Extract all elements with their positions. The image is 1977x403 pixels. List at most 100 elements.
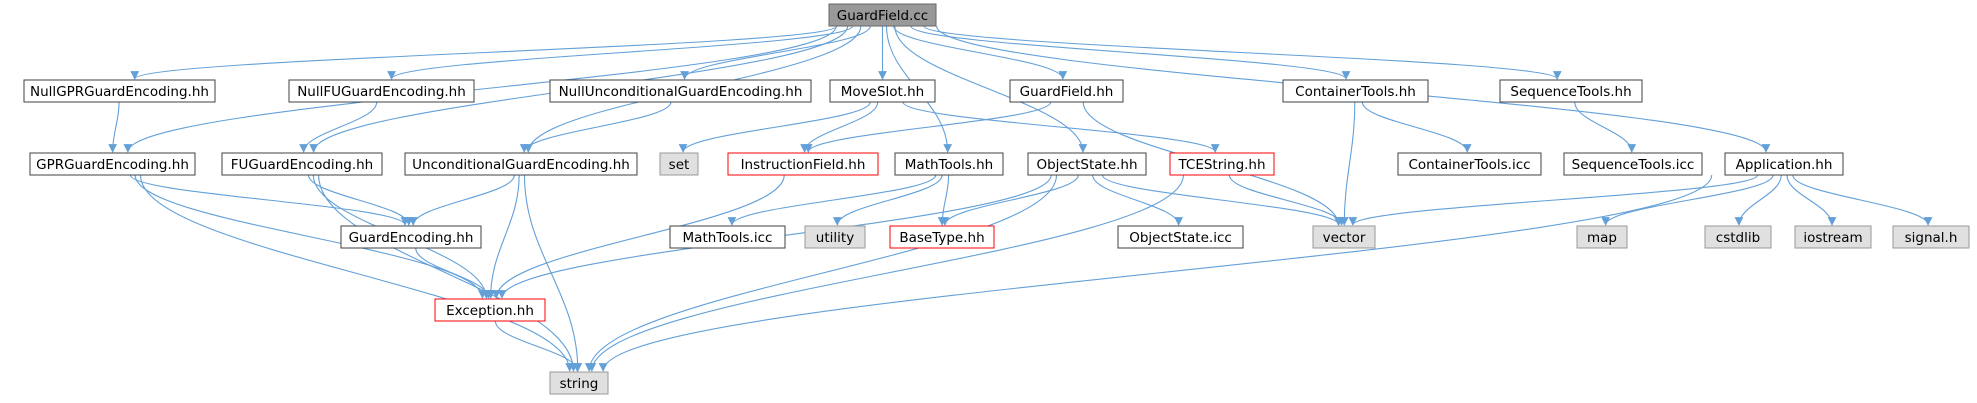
edge-application-to-cstdlib xyxy=(1734,174,1782,226)
node-iostream: iostream xyxy=(1794,225,1872,249)
node-objectstate_icc[interactable]: ObjectState.icc xyxy=(1117,225,1244,249)
node-gprguard-box xyxy=(29,152,196,176)
edge-uncondguard-to-guardencoding xyxy=(408,174,515,226)
node-instructionfield-label: InstructionField.hh xyxy=(741,157,866,173)
edge-application-to-map xyxy=(1601,174,1774,226)
edge-guardencoding-to-exception xyxy=(415,247,493,299)
node-basetype[interactable]: BaseType.hh xyxy=(889,225,995,249)
node-sequencetools[interactable]: SequenceTools.hh xyxy=(1499,79,1643,103)
node-guardfield_hh[interactable]: GuardField.hh xyxy=(1009,79,1124,103)
edge-containertools-to-vector xyxy=(1339,101,1356,226)
node-guardfield_cc: GuardField.cc xyxy=(828,3,937,27)
node-objectstate_icc-label: ObjectState.icc xyxy=(1129,230,1232,246)
node-nullgpr[interactable]: NullGPRGuardEncoding.hh xyxy=(23,79,216,103)
node-sequencetools_icc[interactable]: SequenceTools.icc xyxy=(1563,152,1703,176)
node-guardfield_cc-label: GuardField.cc xyxy=(837,8,928,24)
edge-tcestring-to-string xyxy=(587,174,1184,372)
node-sequencetools-label: SequenceTools.hh xyxy=(1510,84,1631,100)
edge-uncondguard-to-exception xyxy=(486,174,520,299)
node-containertools-box xyxy=(1282,79,1429,103)
node-containertools_icc[interactable]: ContainerTools.icc xyxy=(1397,152,1542,176)
node-mathtools_icc[interactable]: MathTools.icc xyxy=(669,225,786,249)
node-nullfu[interactable]: NullFUGuardEncoding.hh xyxy=(288,79,475,103)
edge-mathtools-to-mathtools_icc xyxy=(727,174,937,226)
edge-instructionfield-to-exception xyxy=(491,174,785,299)
node-gprguard[interactable]: GPRGuardEncoding.hh xyxy=(29,152,196,176)
node-objectstate-box xyxy=(1027,152,1147,176)
node-instructionfield[interactable]: InstructionField.hh xyxy=(727,152,879,176)
node-set-box xyxy=(659,152,699,176)
edge-guardfield_cc-to-nullgpr xyxy=(130,25,838,80)
node-application-box xyxy=(1724,152,1844,176)
node-guardfield_hh-box xyxy=(1009,79,1124,103)
node-mathtools-label: MathTools.hh xyxy=(905,157,993,173)
edge-objectstate-to-basetype xyxy=(940,174,1079,226)
edge-guardfield_cc-to-gprguard xyxy=(123,25,837,153)
edge-guardfield_hh-to-instructionfield xyxy=(803,101,1052,153)
node-cstdlib: cstdlib xyxy=(1704,225,1772,249)
node-nulluncond-label: NullUnconditionalGuardEncoding.hh xyxy=(559,84,803,100)
node-mathtools_icc-box xyxy=(669,225,786,249)
node-objectstate[interactable]: ObjectState.hh xyxy=(1027,152,1147,176)
node-utility: utility xyxy=(804,225,866,249)
node-containertools[interactable]: ContainerTools.hh xyxy=(1282,79,1429,103)
node-basetype-label: BaseType.hh xyxy=(899,230,984,246)
edge-guardfield_cc-to-objectstate xyxy=(894,25,1088,153)
node-containertools-label: ContainerTools.hh xyxy=(1295,84,1416,100)
node-basetype-box xyxy=(889,225,995,249)
node-containertools_icc-box xyxy=(1397,152,1542,176)
node-tcestring-label: TCEString.hh xyxy=(1177,157,1265,173)
edge-application-to-string xyxy=(598,174,1713,372)
edge-moveslot-to-tcestring xyxy=(902,101,1220,153)
node-fuguard[interactable]: FUGuardEncoding.hh xyxy=(221,152,383,176)
node-objectstate-label: ObjectState.hh xyxy=(1036,157,1137,173)
node-vector: vector xyxy=(1312,225,1376,249)
node-mathtools_icc-label: MathTools.icc xyxy=(683,230,773,246)
node-sequencetools-box xyxy=(1499,79,1643,103)
edge-application-to-vector xyxy=(1348,174,1759,226)
node-nulluncond[interactable]: NullUnconditionalGuardEncoding.hh xyxy=(549,79,812,103)
node-vector-label: vector xyxy=(1323,230,1366,246)
node-guardencoding[interactable]: GuardEncoding.hh xyxy=(340,225,482,249)
node-mathtools[interactable]: MathTools.hh xyxy=(894,152,1004,176)
edge-containertools-to-containertools_icc xyxy=(1361,101,1472,153)
node-guardfield_hh-label: GuardField.hh xyxy=(1020,84,1114,100)
edge-mathtools-to-basetype xyxy=(937,174,950,226)
node-nullfu-label: NullFUGuardEncoding.hh xyxy=(297,84,466,100)
edge-gprguard-to-guardencoding xyxy=(129,174,410,226)
node-moveslot[interactable]: MoveSlot.hh xyxy=(829,79,936,103)
node-guardencoding-box xyxy=(340,225,482,249)
node-cstdlib-box xyxy=(1704,225,1772,249)
edge-gprguard-to-exception xyxy=(134,174,487,299)
node-sequencetools_icc-box xyxy=(1563,152,1703,176)
node-exception-box xyxy=(434,298,546,322)
edges-layer xyxy=(108,25,1933,372)
node-cstdlib-label: cstdlib xyxy=(1716,230,1760,246)
node-nullgpr-label: NullGPRGuardEncoding.hh xyxy=(30,84,209,100)
node-mathtools-box xyxy=(894,152,1004,176)
node-string-label: string xyxy=(560,376,599,392)
node-tcestring[interactable]: TCEString.hh xyxy=(1169,152,1275,176)
node-application[interactable]: Application.hh xyxy=(1724,152,1844,176)
node-containertools_icc-label: ContainerTools.icc xyxy=(1408,157,1530,173)
edge-exception-to-string xyxy=(494,320,582,372)
edge-application-to-iostream xyxy=(1786,174,1837,226)
node-set: set xyxy=(659,152,699,176)
node-nulluncond-box xyxy=(549,79,812,103)
edge-gprguard-to-string xyxy=(139,174,575,372)
edge-guardfield_cc-to-containertools xyxy=(910,25,1351,80)
node-fuguard-label: FUGuardEncoding.hh xyxy=(231,157,373,173)
edge-sequencetools-to-sequencetools_icc xyxy=(1574,101,1637,153)
node-fuguard-box xyxy=(221,152,383,176)
edge-application-to-signal xyxy=(1792,174,1933,226)
node-uncondguard-label: UnconditionalGuardEncoding.hh xyxy=(412,157,630,173)
node-application-label: Application.hh xyxy=(1736,157,1833,173)
edge-guardfield_cc-to-guardfield_hh xyxy=(892,25,1068,80)
node-guardencoding-label: GuardEncoding.hh xyxy=(349,230,474,246)
node-moveslot-box xyxy=(829,79,936,103)
node-exception[interactable]: Exception.hh xyxy=(434,298,546,322)
node-uncondguard[interactable]: UnconditionalGuardEncoding.hh xyxy=(404,152,638,176)
edge-fuguard-to-guardencoding xyxy=(307,174,414,226)
node-objectstate_icc-box xyxy=(1117,225,1244,249)
